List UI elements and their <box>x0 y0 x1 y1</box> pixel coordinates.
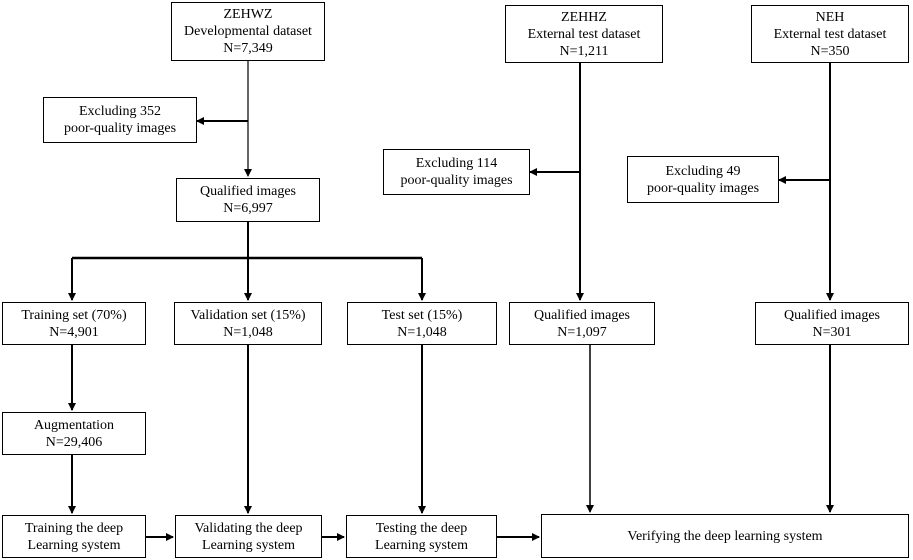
qualified-1097-box: Qualified images N=1,097 <box>509 302 655 345</box>
training-dl-line1: Training the deep <box>24 520 124 536</box>
exclusion-114-detail: poor-quality images <box>400 173 513 188</box>
zehwz-dataset-box: ZEHWZ Developmental dataset N=7,349 <box>171 2 325 61</box>
neh-name: NEH <box>815 9 845 25</box>
training-set-box: Training set (70%) N=4,901 <box>2 302 146 345</box>
augmentation-count: N=29,406 <box>45 434 103 450</box>
exclusion-49-box: Excluding 49 poor-quality images <box>627 156 779 203</box>
zehwz-description: Developmental dataset <box>184 24 312 39</box>
zehwz-name: ZEHWZ <box>223 7 273 22</box>
validating-dl-line1: Validating the deep <box>194 520 303 536</box>
testing-dl-box: Testing the deep Learning system <box>346 515 497 558</box>
training-dl-box: Training the deep Learning system <box>2 515 146 558</box>
augmentation-box: Augmentation N=29,406 <box>2 412 146 455</box>
exclusion-114-title: Excluding 114 <box>415 156 498 171</box>
qualified-6997-box: Qualified images N=6,997 <box>176 178 320 222</box>
qualified-1097-count: N=1,097 <box>557 324 607 340</box>
zehhz-count: N=1,211 <box>559 43 609 59</box>
test-set-title: Test set (15%) <box>381 307 463 323</box>
test-set-box: Test set (15%) N=1,048 <box>347 302 497 345</box>
exclusion-352-box: Excluding 352 poor-quality images <box>43 97 197 143</box>
exclusion-49-detail: poor-quality images <box>646 180 760 196</box>
validating-dl-line2: Learning system <box>202 537 295 553</box>
exclusion-352-title: Excluding 352 <box>78 104 162 119</box>
qualified-301-count: N=301 <box>812 324 852 340</box>
qualified-6997-count: N=6,997 <box>223 201 273 216</box>
neh-description: External test dataset <box>773 26 887 42</box>
zehhz-name: ZEHHZ <box>561 9 607 25</box>
exclusion-352-detail: poor-quality images <box>63 121 177 136</box>
training-dl-line2: Learning system <box>27 537 121 553</box>
qualified-301-box: Qualified images N=301 <box>755 302 909 345</box>
validating-dl-box: Validating the deep Learning system <box>175 515 322 558</box>
exclusion-114-box: Excluding 114 poor-quality images <box>383 149 530 195</box>
testing-dl-line1: Testing the deep <box>375 520 468 536</box>
neh-count: N=350 <box>810 43 850 59</box>
validation-set-count: N=1,048 <box>223 324 273 340</box>
verifying-dl-label: Verifying the deep learning system <box>627 528 823 544</box>
qualified-1097-title: Qualified images <box>533 307 631 323</box>
test-set-count: N=1,048 <box>397 324 447 340</box>
qualified-6997-title: Qualified images <box>199 184 297 199</box>
validation-set-title: Validation set (15%) <box>190 307 306 323</box>
zehhz-description: External test dataset <box>527 26 641 42</box>
training-set-count: N=4,901 <box>49 324 99 340</box>
zehwz-count: N=7,349 <box>223 41 273 56</box>
validation-set-box: Validation set (15%) N=1,048 <box>174 302 322 345</box>
verifying-dl-box: Verifying the deep learning system <box>541 514 909 558</box>
qualified-301-title: Qualified images <box>783 307 881 323</box>
neh-dataset-box: NEH External test dataset N=350 <box>751 5 909 63</box>
exclusion-49-title: Excluding 49 <box>665 163 741 179</box>
training-set-title: Training set (70%) <box>21 307 127 323</box>
zehhz-dataset-box: ZEHHZ External test dataset N=1,211 <box>505 5 663 63</box>
testing-dl-line2: Learning system <box>375 537 468 553</box>
augmentation-title: Augmentation <box>33 417 115 433</box>
